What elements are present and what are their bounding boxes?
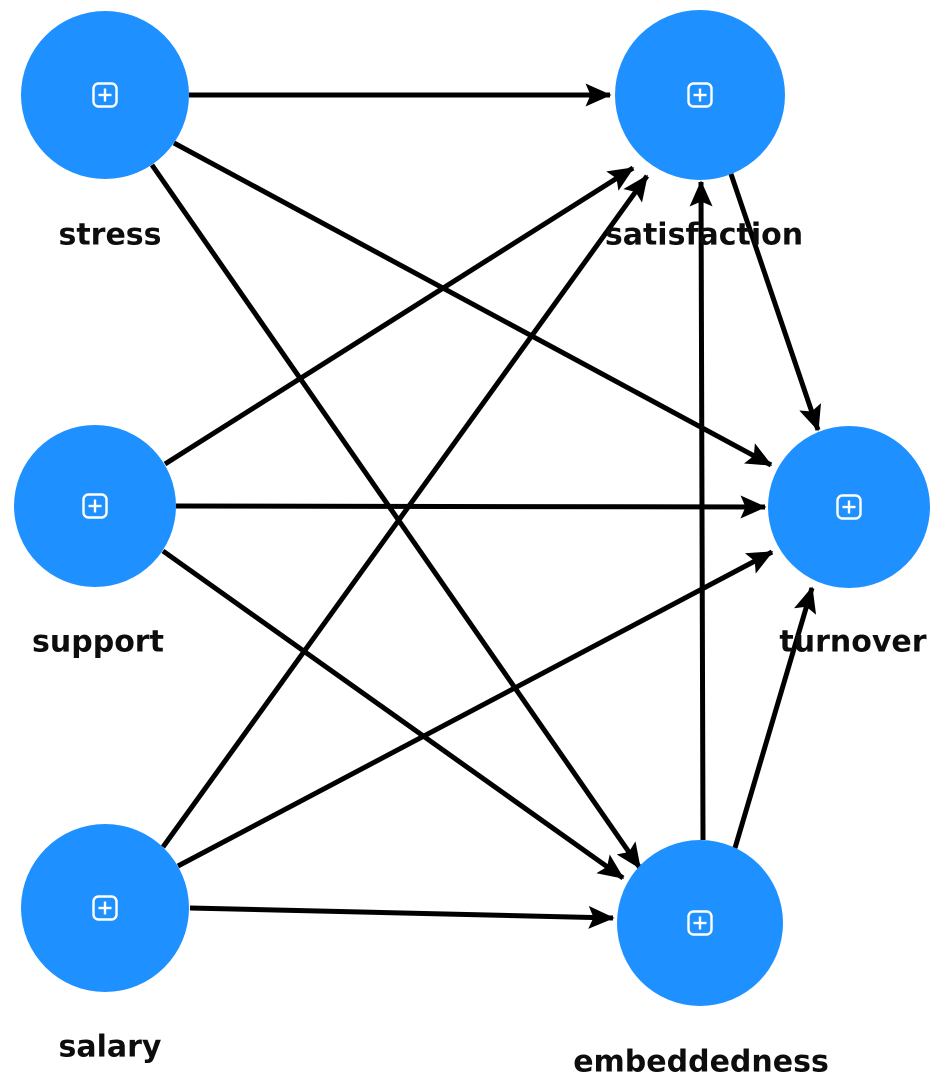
edge-embeddedness-to-turnover[interactable] bbox=[732, 586, 817, 849]
plus-in-rounded-square-icon[interactable] bbox=[836, 494, 862, 520]
node-label-satisfaction: satisfaction bbox=[605, 218, 803, 253]
edge-support-to-turnover[interactable] bbox=[175, 495, 767, 519]
icon-outline bbox=[82, 493, 108, 519]
edge-support-to-embeddedness[interactable] bbox=[161, 548, 625, 881]
plus-in-rounded-square-icon[interactable] bbox=[82, 493, 108, 519]
labels-layer: stress satisfaction support turnover salary e… bbox=[32, 218, 927, 1080]
icon-outline bbox=[92, 895, 118, 921]
edge-stress-to-embeddedness[interactable] bbox=[149, 163, 643, 870]
node-label-embeddedness: embeddedness bbox=[573, 1045, 829, 1080]
node-satisfaction[interactable] bbox=[615, 10, 785, 180]
node-label-salary: salary bbox=[59, 1030, 162, 1065]
node-salary[interactable] bbox=[21, 824, 189, 992]
node-turnover[interactable] bbox=[768, 426, 930, 588]
icon-outline bbox=[836, 494, 862, 520]
edge-stress-to-turnover[interactable] bbox=[172, 140, 773, 468]
plus-in-rounded-square-icon[interactable] bbox=[92, 895, 118, 921]
node-label-turnover: turnover bbox=[779, 625, 926, 660]
edge-embeddedness-to-satisfaction[interactable] bbox=[689, 180, 713, 841]
node-label-support: support bbox=[32, 625, 164, 660]
edge-salary-to-satisfaction[interactable] bbox=[160, 174, 650, 849]
icon-outline bbox=[687, 82, 713, 108]
node-support[interactable] bbox=[14, 425, 176, 587]
edge-salary-to-turnover[interactable] bbox=[176, 549, 774, 869]
edges-layer bbox=[149, 83, 822, 929]
plus-in-rounded-square-icon[interactable] bbox=[687, 82, 713, 108]
node-label-stress: stress bbox=[58, 218, 161, 253]
icon-outline bbox=[687, 910, 713, 936]
plus-in-rounded-square-icon[interactable] bbox=[92, 82, 118, 108]
edge-salary-to-embeddedness[interactable] bbox=[189, 905, 615, 929]
edge-satisfaction-to-turnover[interactable] bbox=[728, 173, 822, 432]
node-stress[interactable] bbox=[21, 11, 189, 179]
icon-outline bbox=[92, 82, 118, 108]
edge-support-to-satisfaction[interactable] bbox=[163, 165, 635, 467]
node-embeddedness[interactable] bbox=[617, 840, 783, 1006]
plus-in-rounded-square-icon[interactable] bbox=[687, 910, 713, 936]
nodes-layer bbox=[14, 10, 930, 1006]
